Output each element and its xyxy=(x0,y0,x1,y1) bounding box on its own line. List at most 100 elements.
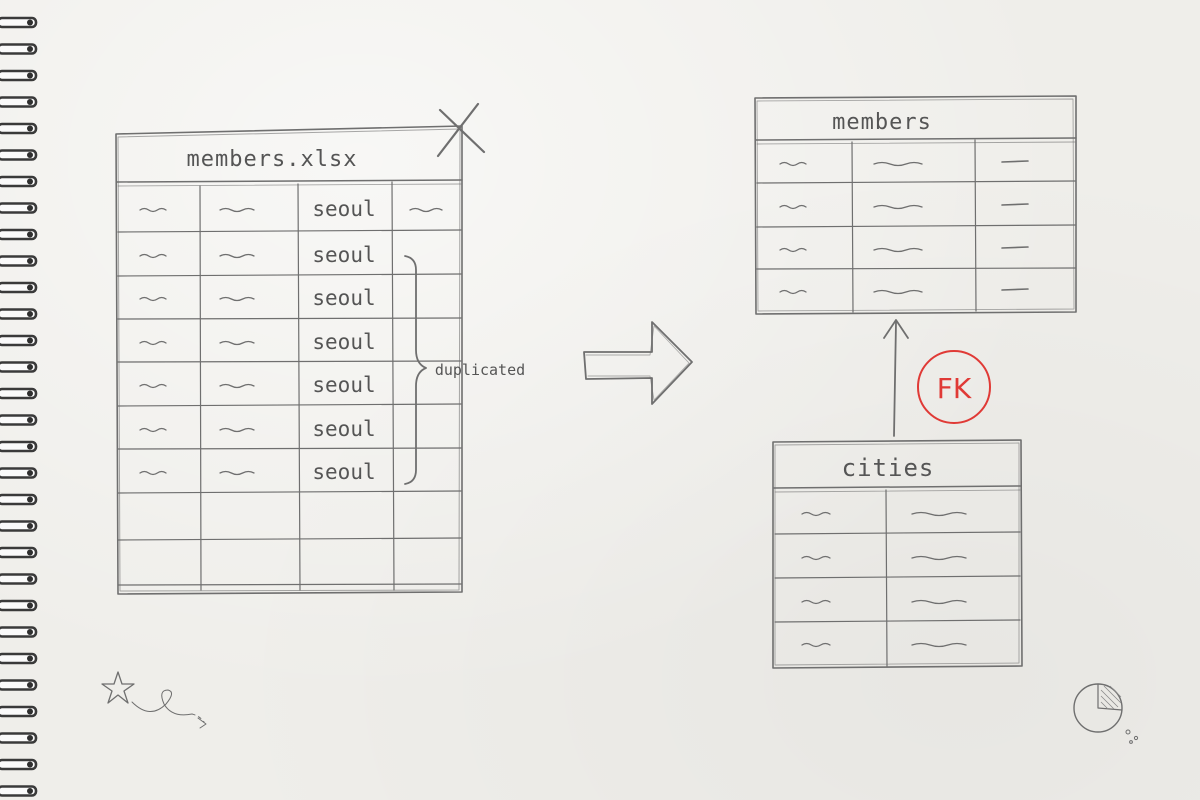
placeholder-squiggle xyxy=(779,289,807,295)
city-cell: seoul xyxy=(312,417,375,441)
placeholder-squiggle xyxy=(219,253,255,259)
placeholder-squiggle xyxy=(139,253,167,259)
members-table xyxy=(754,95,1077,315)
city-cell: seoul xyxy=(312,460,375,484)
placeholder-squiggle xyxy=(911,555,967,561)
binding-hole xyxy=(27,125,33,132)
binding-hole xyxy=(27,602,33,609)
binding-hole xyxy=(27,576,33,582)
placeholder-squiggle xyxy=(911,599,967,605)
binding-hole xyxy=(27,258,33,264)
placeholder-squiggle xyxy=(801,511,831,517)
city-cell: seoul xyxy=(312,243,375,267)
duplicated-brace xyxy=(404,255,427,485)
spiral-ring xyxy=(0,175,38,188)
placeholder-squiggle xyxy=(779,161,807,167)
members-table-title: members xyxy=(832,110,932,135)
spiral-ring xyxy=(0,546,38,559)
fk-badge-circle xyxy=(917,350,991,424)
spiral-ring xyxy=(0,573,38,585)
binding-hole xyxy=(27,231,33,238)
placeholder-squiggle xyxy=(779,247,807,253)
spreadsheet-table xyxy=(115,102,486,595)
placeholder-squiggle xyxy=(219,427,255,433)
spiral-ring xyxy=(0,652,38,665)
binding-hole xyxy=(27,19,33,26)
spiral-ring xyxy=(0,228,38,241)
duplicated-label: duplicated xyxy=(435,361,525,379)
spiral-ring xyxy=(0,520,38,532)
spiral-ring xyxy=(0,599,38,612)
binding-hole xyxy=(27,549,33,556)
placeholder-squiggle xyxy=(873,204,923,210)
spreadsheet-placeholder-squiggles xyxy=(139,207,443,476)
spiral-ring xyxy=(0,705,38,718)
binding-hole xyxy=(27,46,33,52)
star-doodle xyxy=(101,671,207,729)
placeholder-squiggle xyxy=(801,599,831,605)
placeholder-squiggle xyxy=(219,207,255,213)
spiral-ring xyxy=(0,149,38,161)
placeholder-squiggle xyxy=(219,470,255,476)
placeholder-squiggle xyxy=(139,340,167,346)
placeholder-squiggle xyxy=(873,161,923,167)
binding-hole xyxy=(27,284,33,291)
fk-arrow xyxy=(893,321,897,437)
placeholder-dash xyxy=(1001,160,1029,163)
binding-hole xyxy=(27,470,33,476)
binding-hole xyxy=(27,390,33,397)
spreadsheet-title: members.xlsx xyxy=(187,147,358,172)
city-cell: seoul xyxy=(312,286,375,310)
spiral-ring xyxy=(0,122,38,135)
spiral-ring xyxy=(0,202,38,214)
members-placeholder-squiggles xyxy=(779,160,1029,295)
spiral-ring xyxy=(0,414,38,426)
spiral-binding xyxy=(0,16,38,797)
spiral-ring xyxy=(0,679,38,691)
placeholder-dash xyxy=(1001,288,1029,291)
binding-hole xyxy=(27,735,33,741)
pie-doodle xyxy=(1073,683,1139,744)
spiral-ring xyxy=(0,255,38,267)
spiral-ring xyxy=(0,732,38,744)
placeholder-squiggle xyxy=(873,289,923,295)
spiral-ring xyxy=(0,16,38,29)
binding-hole xyxy=(27,311,33,317)
cities-table xyxy=(772,439,1023,669)
binding-hole xyxy=(27,443,33,450)
binding-hole xyxy=(27,178,33,185)
placeholder-squiggle xyxy=(139,427,167,433)
spiral-ring xyxy=(0,758,38,771)
placeholder-squiggle xyxy=(801,642,831,648)
binding-hole xyxy=(27,337,33,344)
spiral-ring xyxy=(0,43,38,55)
fk-badge-label: FK xyxy=(937,372,972,405)
binding-hole xyxy=(27,364,33,370)
placeholder-squiggle xyxy=(139,383,167,389)
binding-hole xyxy=(27,152,33,158)
binding-hole xyxy=(27,99,33,105)
spiral-ring xyxy=(0,493,38,506)
spiral-ring xyxy=(0,69,38,82)
placeholder-squiggle xyxy=(409,207,443,213)
placeholder-squiggle xyxy=(219,340,255,346)
binding-hole xyxy=(27,708,33,715)
spiral-ring xyxy=(0,467,38,479)
transform-arrow xyxy=(583,321,693,405)
placeholder-squiggle xyxy=(779,204,807,210)
spiral-ring xyxy=(0,308,38,320)
city-cell: seoul xyxy=(312,373,375,397)
binding-hole xyxy=(27,523,33,529)
spiral-ring xyxy=(0,361,38,373)
placeholder-squiggle xyxy=(139,470,167,476)
placeholder-squiggle xyxy=(911,642,967,648)
binding-hole xyxy=(27,788,33,794)
binding-hole xyxy=(27,761,33,768)
city-cell: seoul xyxy=(312,330,375,354)
cities-placeholder-squiggles xyxy=(801,511,967,648)
placeholder-dash xyxy=(1001,203,1029,206)
placeholder-squiggle xyxy=(873,247,923,253)
